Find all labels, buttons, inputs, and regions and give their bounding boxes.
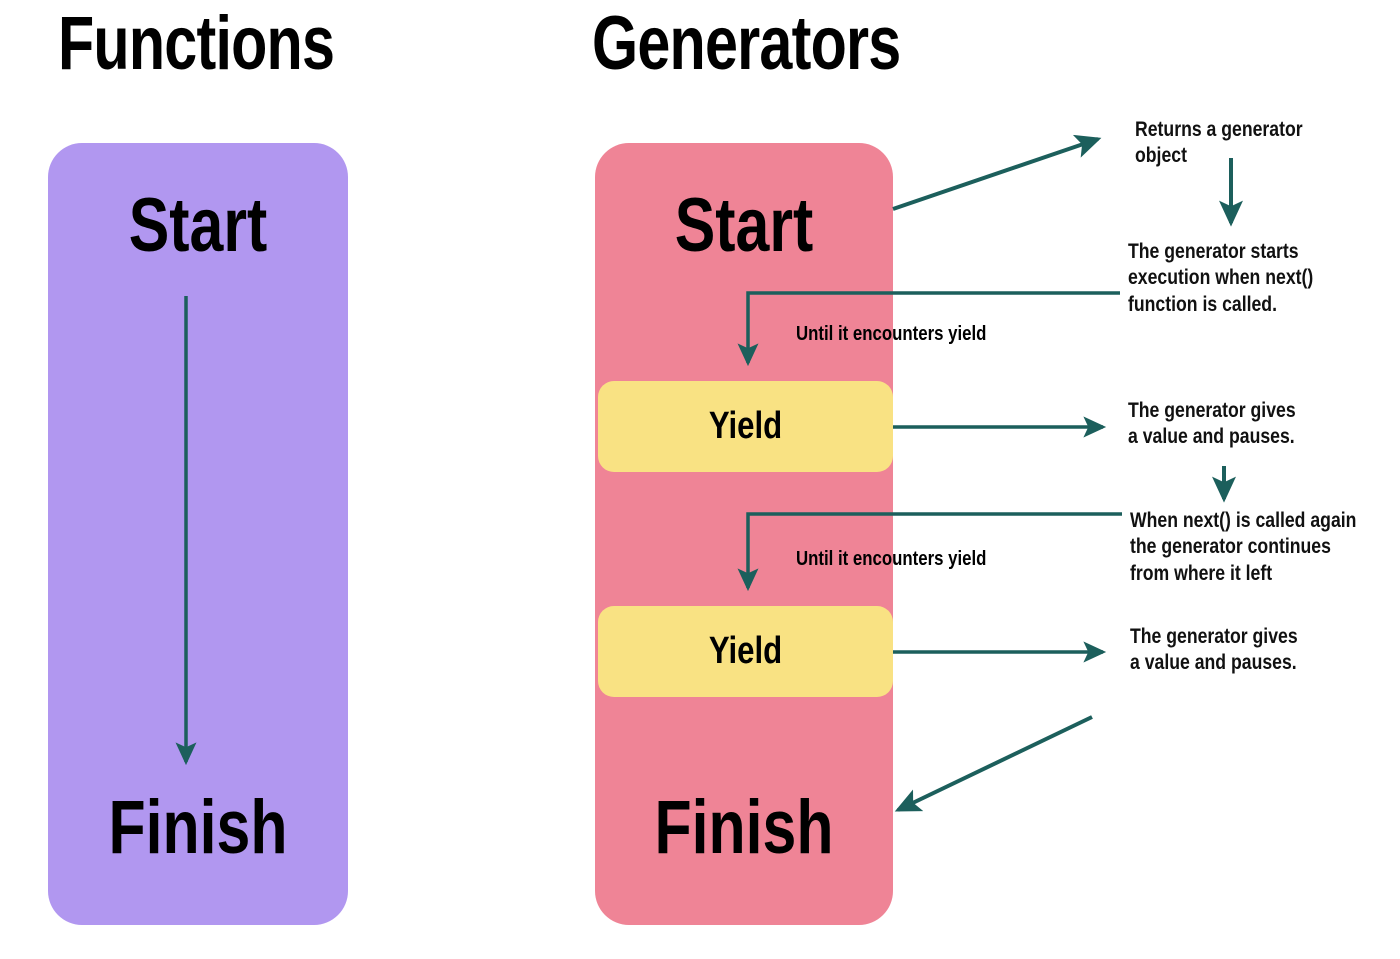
inline-note-until-yield-1: Until it encounters yield (796, 323, 987, 345)
yield-box-1: Yield (598, 381, 893, 472)
annotation-gives-value-pauses-2: The generator gives a value and pauses. (1130, 625, 1298, 675)
yield-box-1-label: Yield (708, 405, 783, 447)
functions-finish-label: Finish (108, 785, 288, 870)
generators-finish-label: Finish (654, 785, 834, 870)
page-title-generators: Generators (592, 1, 901, 86)
annotation-starts-execution: The generator starts execution when next… (1128, 240, 1314, 316)
inline-note-until-yield-2: Until it encounters yield (796, 548, 987, 570)
annotation-next-called-again: When next() is called again the generato… (1130, 509, 1357, 585)
yield-box-2-label: Yield (708, 630, 783, 672)
arrow-gives-value-2-to-finish (894, 715, 1093, 812)
annotation-gives-value-pauses-1: The generator gives a value and pauses. (1128, 399, 1296, 449)
page-title-functions: Functions (58, 1, 335, 86)
yield-box-2: Yield (598, 606, 893, 697)
functions-flow-container (48, 143, 348, 925)
arrow-start-to-returns-note (892, 134, 1102, 211)
generators-start-label: Start (674, 183, 814, 268)
functions-start-label: Start (128, 183, 268, 268)
annotation-returns-generator-object: Returns a generator object (1135, 118, 1303, 168)
